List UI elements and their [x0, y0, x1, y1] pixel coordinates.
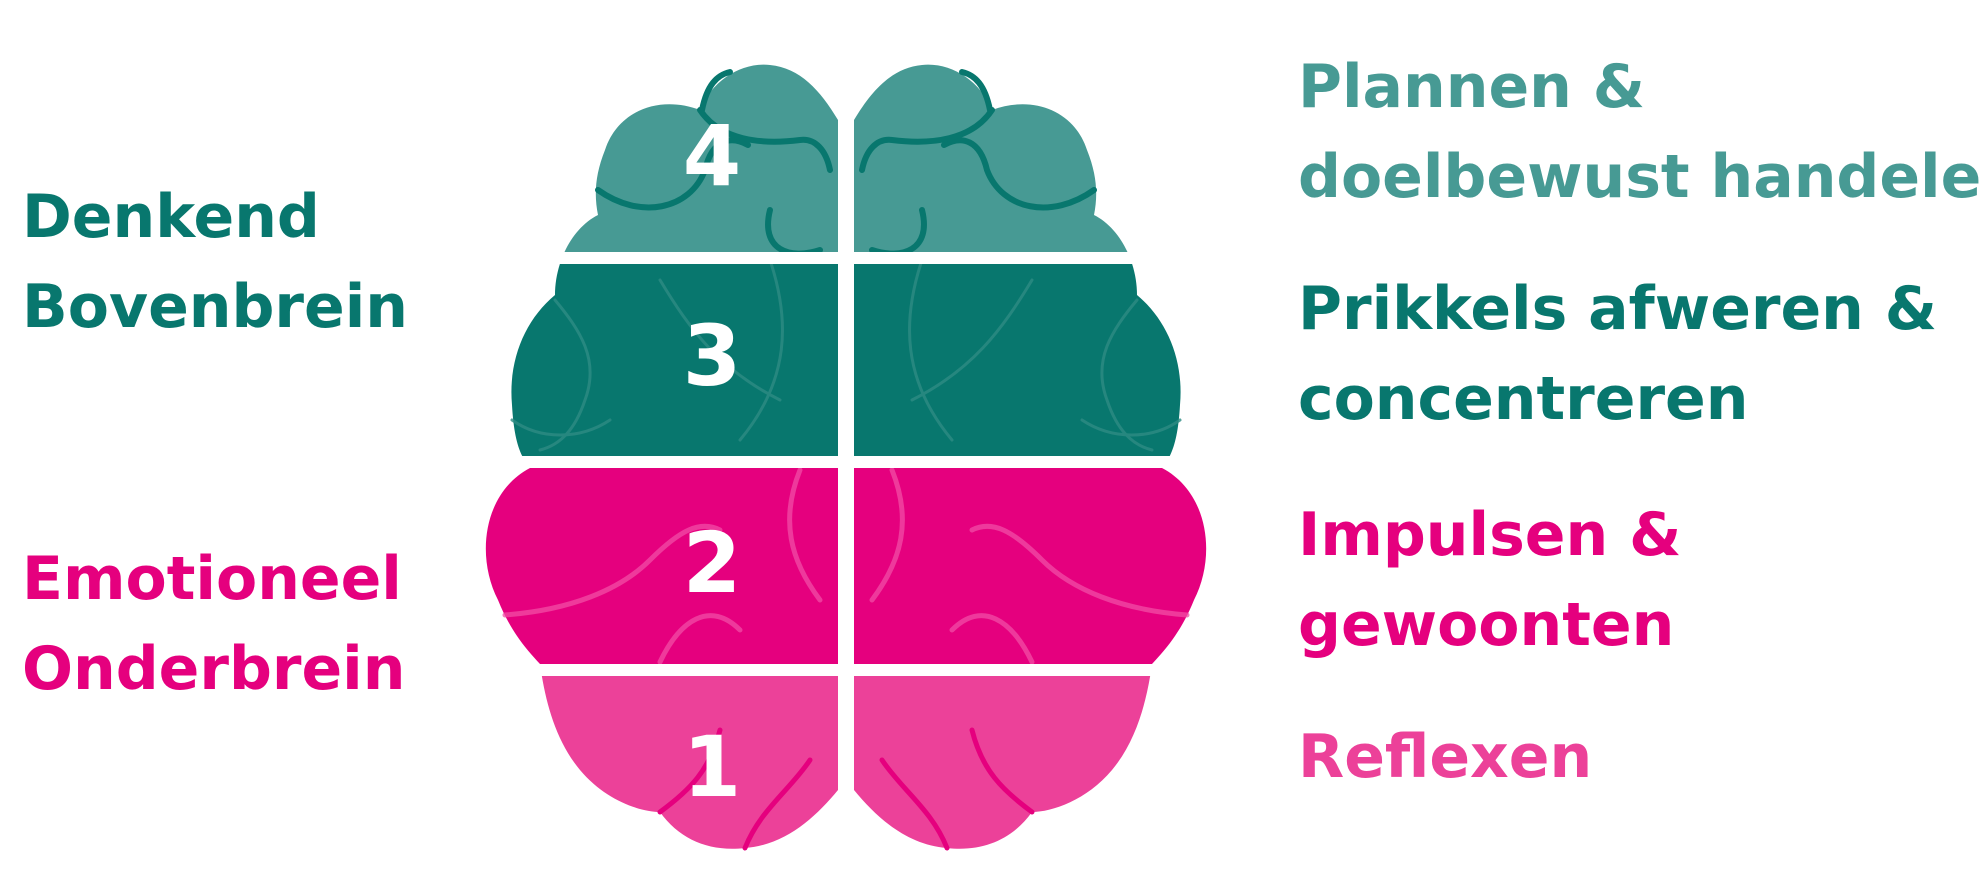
level-2-description: Impulsen & gewoonten: [1298, 490, 1681, 670]
level-1-description: Reflexen: [1298, 712, 1592, 802]
upper-brain-label-line2: Bovenbrein: [22, 272, 408, 342]
level-4-number: 4: [683, 107, 741, 205]
level-2-description-line2: gewoonten: [1298, 590, 1675, 660]
upper-brain-label: Denkend Bovenbrein: [22, 172, 408, 352]
level-3-description: Prikkels afweren & concentreren: [1298, 264, 1937, 444]
lower-brain-label: Emotioneel Onderbrein: [22, 534, 405, 714]
level-2-number: 2: [683, 514, 741, 612]
brain-level-1: [485, 676, 1207, 851]
brain-level-2: [485, 468, 1207, 664]
level-3-description-line1: Prikkels afweren &: [1298, 274, 1938, 344]
level-4-description-line1: Plannen &: [1298, 52, 1646, 122]
upper-brain-label-line1: Denkend: [22, 182, 320, 252]
level-1-number: 1: [683, 718, 741, 816]
brain-level-4: [485, 64, 1207, 252]
level-1-description-line1: Reflexen: [1298, 722, 1593, 792]
lower-brain-label-line2: Onderbrein: [22, 634, 406, 704]
level-4-description: Plannen & doelbewust handelen: [1298, 42, 1984, 222]
lower-brain-label-line1: Emotioneel: [22, 544, 402, 614]
level-2-description-line1: Impulsen &: [1298, 500, 1682, 570]
level-3-number: 3: [683, 307, 741, 405]
level-4-description-line2: doelbewust handelen: [1298, 142, 1984, 212]
brain-level-3: [485, 264, 1207, 456]
level-3-description-line2: concentreren: [1298, 364, 1749, 434]
